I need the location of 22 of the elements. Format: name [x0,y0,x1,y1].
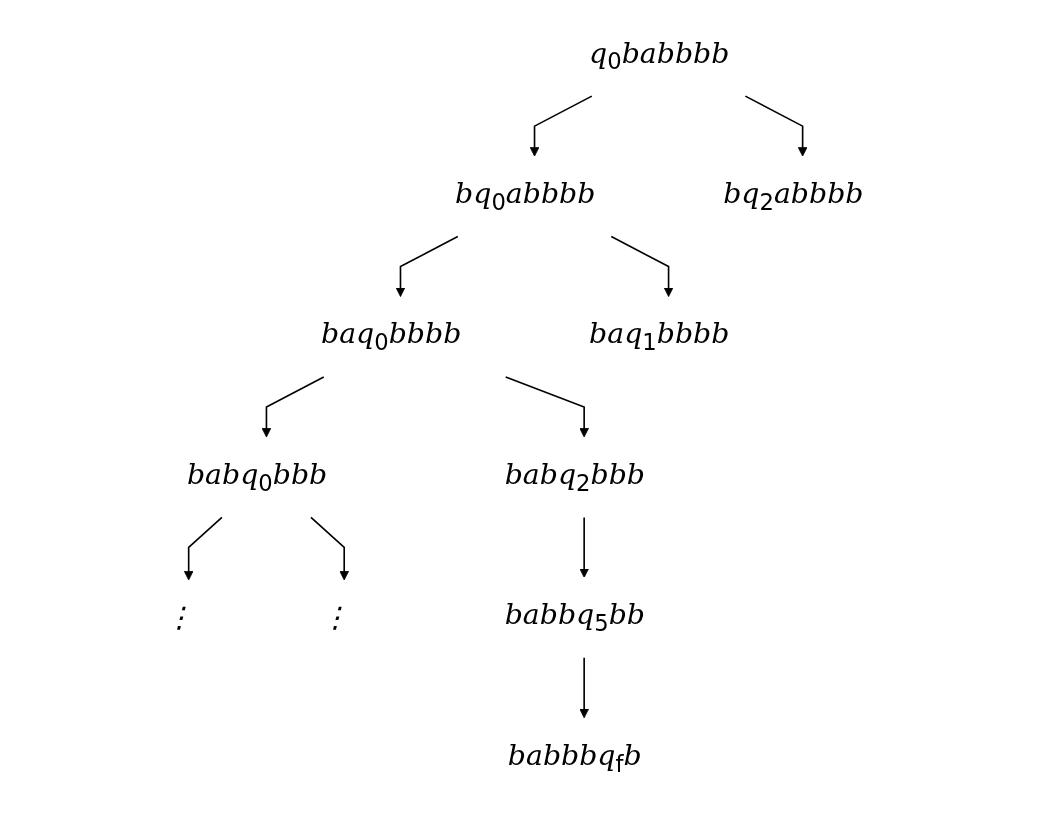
arrow [261,375,325,437]
node-text: babbq$_{5}$bb [504,597,645,637]
node-text: baq$_{1}$bbbb [588,316,730,356]
node-text: q$_{0}$babbbb [588,35,730,75]
arrow [183,516,223,580]
arrow [610,235,674,297]
node-text: bq$_{2}$abbbb [722,176,864,215]
arrow [744,94,808,157]
arrow [529,94,593,157]
node-text: babbbq$_{f}$b [507,738,642,777]
arrow [579,516,589,578]
node-text: babq$_{2}$bbb [504,457,645,496]
node-text: baq$_{0}$bbbb [320,316,462,356]
node-text: ⋮ [320,600,350,633]
arrow [579,656,589,718]
arrow [309,516,349,580]
arrow [395,235,459,297]
arrow [504,375,589,437]
node-text: babq$_{0}$bbb [186,457,327,496]
tree-diagram: q$_{0}$babbbb bq$_{0}$abbbb bq$_{2}$abbbb baq$_{0}$bbbb baq$_{1}$bbbb babq$_{0}$bbb babq$_{2}$bbb ⋮ ⋮ babbq$_{5}$bb babbbq$_{f}$b [123,6,924,807]
node-text: ⋮ [165,600,194,633]
node-text: bq$_{0}$abbbb [454,176,596,215]
